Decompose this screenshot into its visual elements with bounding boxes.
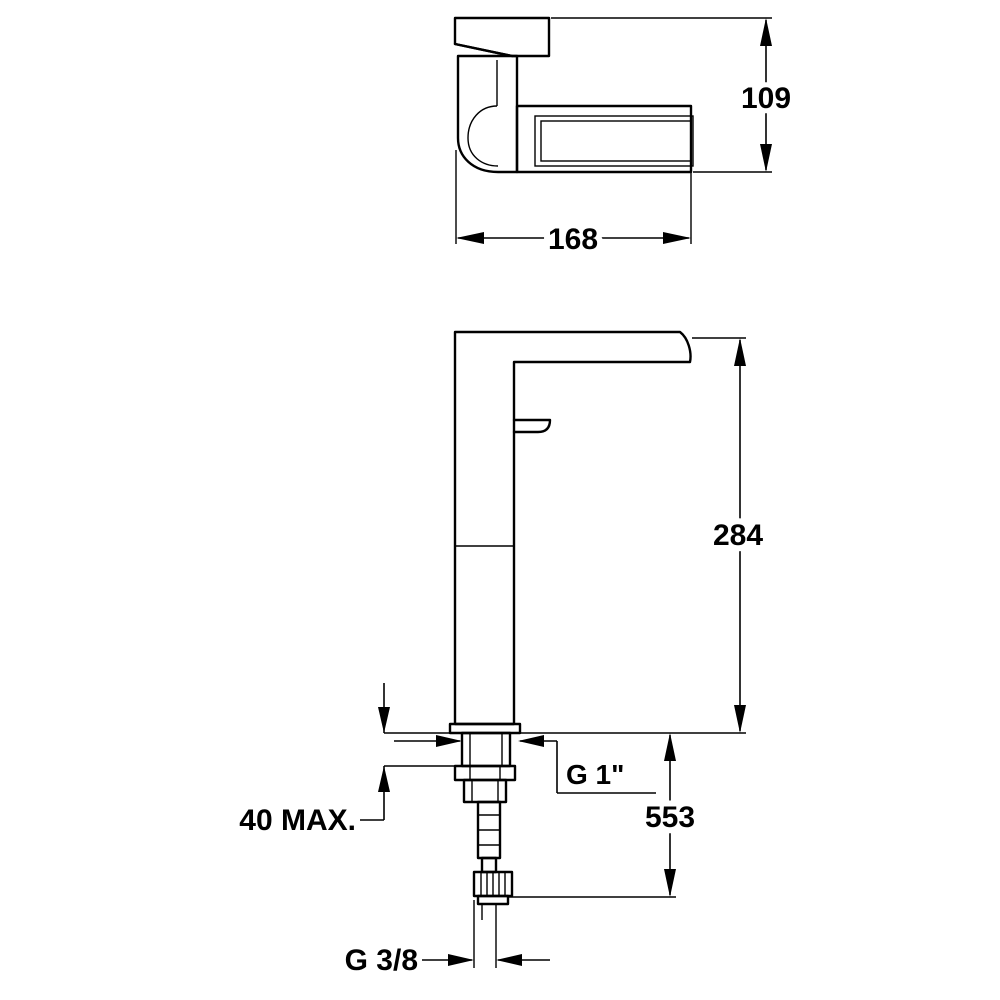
side-view-hose [476,800,502,874]
dimension-deck-max: 40 MAX. [239,804,356,837]
dimension-hose-length: 553 [645,801,695,834]
side-view-flange [448,722,522,735]
top-view-lever [453,16,551,58]
dimension-thread-main: G 1" [566,759,624,790]
side-view-aerator [512,418,552,434]
side-view-body [453,330,692,726]
dimension-top-height: 109 [741,82,791,115]
dimension-thread-hose: G 3/8 [345,944,418,977]
side-view-shank [460,731,512,768]
side-view: 284 G 1" 553 40 MAX. G 3/8 [239,330,769,977]
dimension-total-height: 284 [713,519,763,552]
side-view-nut [453,764,517,782]
dimension-top-width: 168 [548,223,598,256]
top-view: 109 168 [453,16,796,262]
side-view-hose-nut [472,870,514,920]
top-view-body [456,54,519,174]
